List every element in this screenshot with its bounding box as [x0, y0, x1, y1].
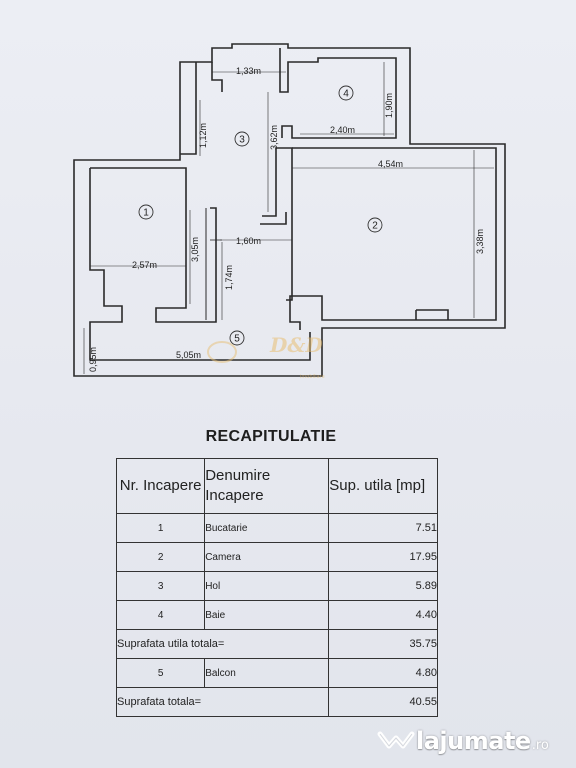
- logo-name: lajumate: [416, 727, 531, 755]
- room-markers: 1 2 3 4 5: [138, 85, 383, 346]
- recap-table: Nr. Incapere Denumire Incapere Sup. util…: [115, 458, 438, 717]
- row-2-area: 17.95: [328, 542, 438, 572]
- row-3-area: 5.89: [328, 571, 438, 601]
- room-2-marker: [367, 217, 383, 233]
- table-row: 4 Baie 4.40: [115, 600, 438, 630]
- dim-4-54: 4,54m: [378, 159, 403, 169]
- room-3-marker: [234, 131, 250, 147]
- row-2-name: Camera: [204, 542, 330, 572]
- recap-title: RECAPITULATIE: [205, 428, 337, 445]
- dim-3-38: 3,38m: [475, 229, 485, 254]
- row-3-name: Hol: [204, 571, 330, 601]
- table-row: 1 Bucatarie 7.51: [115, 513, 438, 543]
- row-3-nr: 3: [115, 571, 206, 601]
- watermark-text: D&D: [269, 333, 323, 357]
- row-1-nr: 1: [115, 513, 206, 543]
- table-row: 2 Camera 17.95: [115, 542, 438, 572]
- room-5-marker: [229, 330, 245, 346]
- row-4-name: Baie: [204, 600, 330, 630]
- dim-2-57: 2,57m: [132, 260, 157, 270]
- dimension-labels: 1,33m 1,90m 1,12m 3,62m 2,40m 4,54m 3,05…: [88, 66, 485, 372]
- dim-1-90: 1,90m: [384, 93, 394, 118]
- dim-3-62: 3,62m: [269, 125, 279, 150]
- row-4-area: 4.40: [328, 600, 438, 630]
- row-4-nr: 4: [115, 600, 206, 630]
- dim-1-74: 1,74m: [224, 265, 234, 290]
- dim-3-05: 3,05m: [190, 237, 200, 262]
- row-1-area: 7.51: [328, 513, 438, 543]
- site-watermark-logo: lajumate .ro: [376, 726, 549, 756]
- plan-walls: [73, 43, 506, 377]
- dim-1-12: 1,12m: [198, 123, 208, 148]
- dimension-lines: [83, 62, 494, 374]
- total-row: Suprafata totala= 40.55: [115, 687, 438, 717]
- lajumate-heart-icon: [377, 731, 415, 749]
- watermark-subtext: imobiliare: [300, 374, 325, 380]
- total-area: 40.55: [328, 687, 438, 717]
- room-4-number: 4: [343, 89, 349, 100]
- row-1-name: Bucatarie: [204, 513, 330, 543]
- room-4-marker: [338, 85, 354, 101]
- dim-1-33: 1,33m: [236, 66, 261, 76]
- dim-0-95: 0,95m: [88, 347, 98, 372]
- table-row: 3 Hol 5.89: [115, 571, 438, 601]
- recap-header-row: Nr. Incapere Denumire Incapere Sup. util…: [115, 458, 438, 514]
- subtotal-row: Suprafata utila totala= 35.75: [115, 629, 438, 659]
- balcony-row: 5 Balcon 4.80: [115, 658, 438, 688]
- subtotal-label: Suprafata utila totala=: [115, 629, 330, 659]
- room-5-number: 5: [234, 334, 240, 345]
- room-1-marker: [138, 204, 154, 220]
- room-1-number: 1: [143, 208, 149, 219]
- header-usable-area: Sup. utila [mp]: [328, 458, 438, 514]
- row-2-nr: 2: [115, 542, 206, 572]
- logo-tld: .ro: [531, 737, 549, 753]
- balcony-name: Balcon: [204, 658, 330, 688]
- total-label: Suprafata totala=: [115, 687, 330, 717]
- dim-2-40: 2,40m: [330, 125, 355, 135]
- balcony-area: 4.80: [328, 658, 438, 688]
- agency-watermark: D&D imobiliare: [207, 333, 325, 380]
- balcony-nr: 5: [115, 658, 206, 688]
- room-3-number: 3: [239, 135, 245, 146]
- dim-1-60: 1,60m: [236, 236, 261, 246]
- header-room-number: Nr. Incapere: [115, 458, 206, 514]
- subtotal-area: 35.75: [328, 629, 438, 659]
- room-2-number: 2: [372, 221, 378, 232]
- header-room-name: Denumire Incapere: [204, 458, 330, 514]
- floor-plan-drawing: 1,33m 1,90m 1,12m 3,62m 2,40m 4,54m 3,05…: [73, 43, 506, 380]
- dim-5-05: 5,05m: [176, 350, 201, 360]
